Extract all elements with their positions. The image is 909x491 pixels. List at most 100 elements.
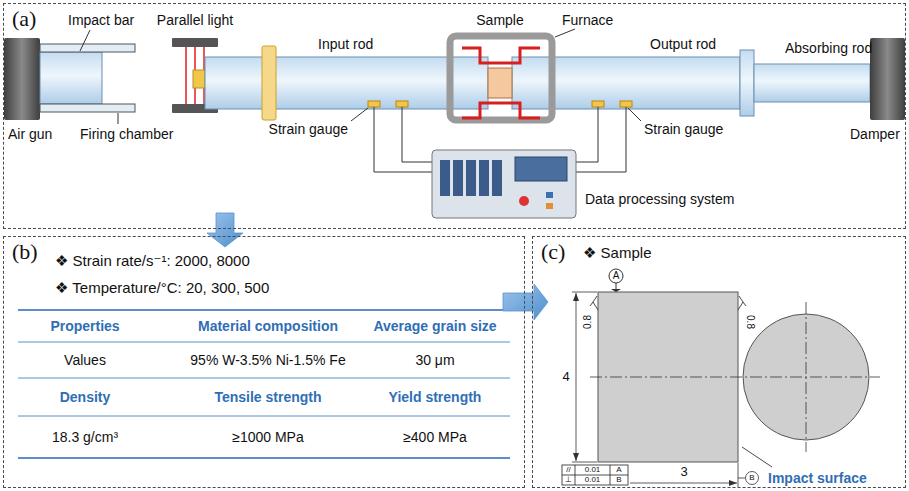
- extension-line: [572, 462, 597, 463]
- light-beam: [185, 47, 187, 104]
- strain-gauge: [368, 101, 380, 107]
- strain-gauge: [620, 101, 632, 107]
- input-rod: [205, 57, 488, 109]
- signal-wire: [576, 107, 598, 162]
- tolerance-frame: [562, 465, 628, 485]
- sample: [488, 68, 512, 98]
- datum-line: [738, 478, 745, 479]
- table-header: Properties: [50, 318, 119, 334]
- pulse-shaper: [193, 70, 205, 88]
- indicator: [546, 192, 553, 198]
- datum-reference: A: [616, 466, 621, 474]
- part-label: Furnace: [562, 12, 613, 28]
- tolerance-value: 0.01: [585, 466, 601, 474]
- table-cell: 95% W-3.5% Ni-1.5% Fe: [190, 352, 345, 368]
- leader-line: [80, 30, 90, 51]
- extension-line: [738, 463, 739, 487]
- condition-item: ❖ Strain rate/s⁻¹: 2000, 8000: [55, 252, 250, 269]
- datum-reference: B: [616, 476, 621, 484]
- part-label: Output rod: [650, 36, 716, 52]
- module-slot: [453, 160, 463, 196]
- table-rule: [18, 378, 510, 379]
- support-ring: [262, 46, 276, 120]
- roughness-value: 0.8: [745, 315, 755, 329]
- tolerance-frame-rule: [575, 465, 576, 485]
- absorbing-rod: [754, 64, 870, 102]
- module-slot: [440, 160, 450, 196]
- datum-symbol: [746, 472, 759, 485]
- strain-gauge: [592, 101, 604, 107]
- table-rule: [18, 342, 510, 343]
- dimension-value: 4: [562, 370, 569, 385]
- datum-symbol: [609, 269, 623, 283]
- impact-bar: [40, 52, 102, 104]
- panel-letter: (b): [12, 239, 38, 264]
- panel-frame: (a): [3, 3, 906, 229]
- section-heading: ❖ Sample: [583, 244, 651, 261]
- leader-line: [628, 108, 641, 121]
- indicator: [546, 203, 553, 209]
- part-label: Absorbing rod: [785, 40, 872, 56]
- center-line: [806, 302, 807, 452]
- module-slot: [479, 160, 489, 196]
- air-gun: [4, 38, 40, 120]
- furnace: [450, 36, 552, 120]
- part-label: Strain gauge: [644, 121, 723, 137]
- dimension-line: [576, 293, 577, 461]
- table-cell: ≥1000 MPa: [232, 429, 304, 445]
- screen: [515, 157, 567, 181]
- callout-label: Impact surface: [768, 470, 867, 486]
- dimension-arrow: [573, 293, 579, 461]
- tolerance-symbol: ⊥: [565, 476, 572, 484]
- table-header: Tensile strength: [214, 389, 321, 405]
- signal-wire: [576, 107, 626, 172]
- roughness-value: 0.8: [583, 315, 593, 329]
- tolerance-symbol: //: [566, 466, 570, 474]
- flow-arrow: [207, 213, 243, 247]
- roughness-symbol: [590, 296, 598, 310]
- condition-item: ❖ Temperature/°C: 20, 300, 500: [55, 279, 269, 296]
- table-rule: [18, 457, 510, 459]
- panel-frame: (c): [532, 236, 906, 488]
- strain-gauge: [396, 101, 408, 107]
- output-rod: [512, 57, 740, 109]
- dimension-arrow: [729, 480, 737, 486]
- tolerance-frame-rule: [610, 465, 611, 485]
- firing-chamber-wall: [40, 104, 135, 112]
- extension-line: [572, 292, 597, 293]
- datum-letter: A: [613, 271, 620, 281]
- heating-element: [462, 48, 540, 118]
- module-slot: [466, 160, 476, 196]
- leader-line: [118, 113, 119, 124]
- button: [519, 196, 529, 206]
- panel-letter: (c): [541, 239, 565, 264]
- dimension-line: [630, 483, 737, 484]
- part-label: Sample: [476, 12, 523, 28]
- table-header: Yield strength: [389, 389, 482, 405]
- table-header: Material composition: [198, 318, 338, 334]
- firing-chamber-wall: [40, 44, 135, 52]
- leader-line: [742, 447, 772, 467]
- flow-arrow: [503, 284, 548, 320]
- leader-line: [555, 29, 575, 37]
- signal-wire: [402, 107, 432, 162]
- datum-letter: B: [749, 474, 754, 482]
- dimension-value: 3: [680, 465, 687, 480]
- flange: [740, 50, 754, 116]
- part-label: Parallel light: [157, 12, 233, 28]
- panel-letter: (a): [12, 6, 36, 31]
- table-cell: 30 μm: [415, 352, 454, 368]
- part-label: Strain gauge: [269, 121, 348, 137]
- table-cell: Values: [64, 352, 106, 368]
- part-label: Data processing system: [585, 191, 734, 207]
- roughness-symbol: [738, 296, 746, 310]
- tolerance-value: 0.01: [585, 476, 601, 484]
- table-cell: ≥400 MPa: [403, 429, 467, 445]
- part-label: Damper: [850, 126, 900, 142]
- table-rule: [18, 416, 510, 417]
- table-header: Average grain size: [373, 318, 496, 334]
- part-label: Firing chamber: [80, 126, 173, 142]
- datum-line: [616, 283, 617, 289]
